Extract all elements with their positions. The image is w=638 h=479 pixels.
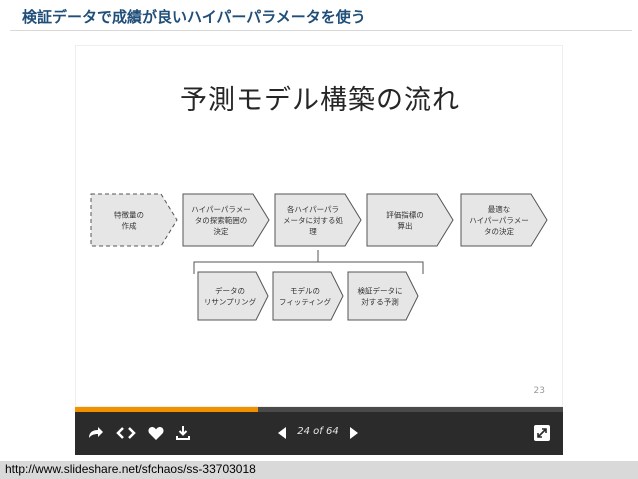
prev-icon[interactable] [275, 426, 289, 440]
flow-step-4-label: 算出 [398, 221, 413, 231]
flow-substep-1-label: データの [215, 286, 245, 296]
flow-step-2-shape [182, 193, 270, 247]
next-icon[interactable] [347, 426, 361, 440]
slide-title: 予測モデル構築の流れ [180, 85, 460, 116]
source-url[interactable]: http://www.slideshare.net/sfchaos/ss-337… [5, 462, 256, 476]
flow-substep-3-shape [347, 271, 419, 321]
flow-substep-3-label: 検証データに [358, 286, 403, 296]
download-icon[interactable] [175, 424, 191, 442]
progress-fill [75, 407, 258, 412]
page-indicator: 24 of 64 [297, 426, 339, 437]
flow-step-2-label: ハイパーパラメー [191, 205, 250, 214]
flow-step-1-shape [90, 193, 178, 247]
flow-diagram: 特徴量の作成ハイパーパラメータの探索範囲の決定各ハイパーパラメータに対する処理評… [90, 193, 548, 321]
slideshow-viewer: 予測モデル構築の流れ 特徴量の作成ハイパーパラメータの探索範囲の決定各ハイパーパ… [75, 45, 563, 455]
flow-substep-2-label: フィッティング [279, 297, 331, 307]
flow-step-3-label: メータに対する処 [283, 215, 343, 225]
flow-step-2-label: タの探索範囲の [195, 215, 248, 225]
flow-step-4-shape [366, 193, 454, 247]
flow-substep-2-shape [272, 271, 344, 321]
progress-bar[interactable] [75, 407, 563, 412]
page-heading: 検証データで成績が良いハイパーパラメータを使う [22, 8, 366, 26]
flow-step-3-label: 理 [309, 227, 317, 236]
flow-step-2-label: 決定 [214, 226, 229, 236]
bracket-connector [193, 250, 424, 274]
flow-step-3-label: 各ハイパーパラ [287, 204, 339, 214]
slide-number: 23 [533, 386, 545, 396]
source-footer: http://www.slideshare.net/sfchaos/ss-337… [0, 461, 638, 479]
flow-step-5-label: 最適な [488, 204, 511, 214]
flow-substep-1-label: リサンプリング [204, 297, 257, 307]
heart-icon[interactable] [147, 424, 165, 442]
flow-step-1-label: 特徴量の [114, 210, 144, 220]
embed-icon[interactable] [115, 424, 137, 442]
flow-step-4-label: 評価指標の [386, 210, 424, 220]
flow-substep-3-label: 対する予測 [361, 297, 399, 307]
fullscreen-icon[interactable] [533, 424, 551, 442]
slide-pager: 24 of 64 [273, 422, 363, 444]
slide[interactable]: 予測モデル構築の流れ 特徴量の作成ハイパーパラメータの探索範囲の決定各ハイパーパ… [75, 45, 563, 407]
flow-step-5-shape [460, 193, 548, 247]
share-icon[interactable] [87, 424, 105, 442]
bracket-line [193, 250, 424, 274]
flow-step-3-shape [274, 193, 362, 247]
flow-step-5-label: ハイパーパラメー [469, 216, 528, 225]
flow-substep-1-shape [197, 271, 269, 321]
flow-step-5-label: タの決定 [484, 226, 514, 236]
heading-divider [10, 30, 632, 31]
viewer-toolbar: 24 of 64 [75, 412, 563, 455]
flow-step-1-label: 作成 [122, 221, 137, 231]
flow-substep-2-label: モデルの [290, 286, 320, 296]
